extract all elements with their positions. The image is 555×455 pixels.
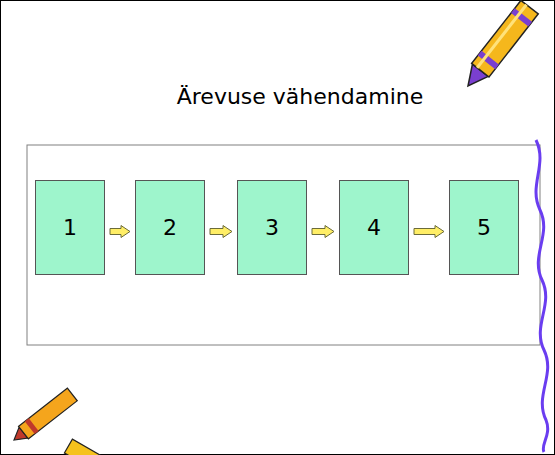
step-box: 1 [35, 180, 105, 275]
step-number: 3 [259, 215, 285, 240]
slide-title: Ärevuse vähendamine [177, 84, 424, 109]
step-box: 5 [449, 180, 519, 275]
crayon-icon [459, 0, 538, 92]
step-box: 4 [339, 180, 409, 275]
squiggle-line [536, 140, 548, 452]
block-arrow [312, 226, 334, 238]
container-panel [27, 145, 540, 345]
block-arrow [110, 226, 130, 238]
step-box: 2 [135, 180, 205, 275]
crayon-icon [9, 388, 77, 446]
block-arrow [210, 226, 232, 238]
step-box: 3 [237, 180, 307, 275]
crayon-icon [64, 439, 131, 455]
block-arrow [414, 226, 444, 238]
step-number: 5 [471, 215, 497, 240]
step-number: 2 [157, 215, 183, 240]
step-number: 1 [57, 215, 83, 240]
step-number: 4 [361, 215, 387, 240]
